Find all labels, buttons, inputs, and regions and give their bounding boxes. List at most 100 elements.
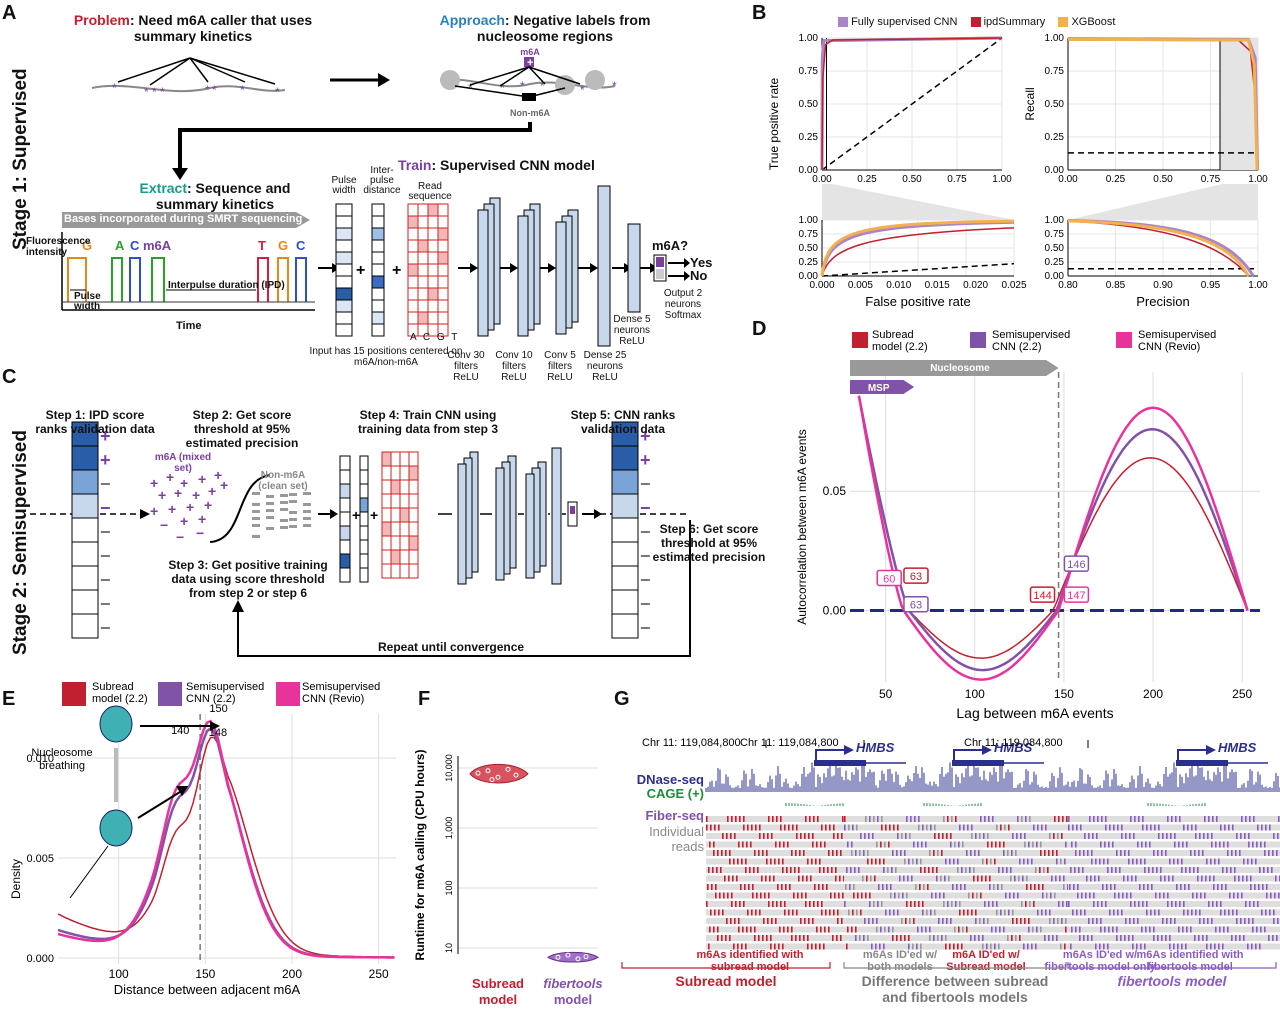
extract-heading: Extract: Sequence and summary kinetics — [120, 180, 310, 212]
runtime-point — [505, 766, 511, 772]
m6a-mark — [917, 926, 919, 933]
nonm6a-small-label: Non-m6A — [510, 108, 550, 118]
interpulse-cell — [371, 323, 385, 337]
m6a-mark — [1276, 850, 1278, 856]
m6a-mark — [1075, 926, 1077, 933]
m6a-mark — [1067, 884, 1069, 890]
m6a-mark — [991, 926, 993, 933]
m6a-mark — [762, 935, 764, 941]
m6a-mark — [732, 875, 734, 882]
m6a-mark — [790, 867, 792, 873]
m6a-mark — [998, 943, 1000, 950]
m6a-mark — [824, 841, 826, 848]
m6a-mark — [1199, 833, 1201, 839]
mini-read-cell — [399, 549, 410, 565]
m6a-mark — [1211, 841, 1213, 848]
m6a-mark — [957, 858, 959, 865]
m6a-mark — [730, 918, 732, 924]
m6a-mark — [726, 833, 728, 839]
legend-e-swatch-1 — [62, 682, 86, 706]
m6a-mark — [1002, 867, 1004, 873]
m6a-mark — [1121, 909, 1123, 916]
read-cell — [417, 311, 429, 325]
m6a-mark — [1227, 841, 1229, 848]
runtime-point — [565, 952, 571, 958]
m6a-mark — [1034, 884, 1036, 890]
m6a-mark — [959, 909, 961, 916]
m6a-mark — [810, 875, 812, 882]
m6a-mark — [980, 892, 982, 899]
m6a-mark — [1186, 841, 1188, 848]
read-track — [706, 901, 932, 907]
m6a-mark — [849, 884, 851, 890]
peak-label-148: 148 — [209, 727, 227, 739]
m6a-mark — [1093, 816, 1095, 822]
m6a-mark — [857, 892, 859, 899]
m6a-mark — [1187, 824, 1189, 831]
x-tick-label: 200 — [282, 967, 302, 981]
m6a-mark — [892, 850, 894, 856]
m6a-mark — [876, 926, 878, 933]
breathing-arrowhead — [210, 721, 220, 731]
m6a-mark — [1113, 824, 1115, 831]
m6a-mark — [930, 824, 932, 831]
m6a-mark — [889, 909, 891, 916]
m6a-mark — [729, 850, 731, 856]
rank-sign: − — [640, 570, 651, 590]
m6a-mark — [994, 858, 996, 865]
m6a-mark — [1020, 833, 1022, 839]
m6a-mark — [779, 926, 781, 933]
m6a-mark — [933, 935, 935, 941]
m6a-mark — [996, 824, 998, 831]
m6a-mark — [804, 833, 806, 839]
lag-tag-box — [876, 569, 902, 587]
m6a-mark — [715, 884, 717, 890]
zoom-shade-pr — [1068, 184, 1258, 220]
m6a-mark — [1128, 858, 1130, 865]
m6a-mark — [1197, 867, 1199, 873]
m6a-mark — [1012, 833, 1014, 839]
m6a-mark — [738, 926, 740, 933]
m6a-mark — [769, 875, 771, 882]
m6a-mark — [1079, 850, 1081, 856]
x-tick-label: 0.015 — [925, 280, 950, 291]
m6a-mark — [846, 867, 848, 873]
mini-ipd-cell — [359, 553, 369, 569]
m6a-mark — [1028, 841, 1030, 848]
m6a-mark — [1064, 858, 1066, 865]
m6a-mark — [1056, 850, 1058, 856]
m6a-mark — [731, 901, 733, 907]
m6a-mark — [1121, 833, 1123, 839]
clean-point — [252, 524, 260, 527]
m6a-mark — [1250, 884, 1252, 890]
m6a-mark — [1146, 901, 1148, 907]
m6a-mark — [709, 926, 711, 933]
read-cell — [417, 275, 429, 289]
y-tick-label: 0.75 — [799, 229, 819, 240]
m6a-mark — [957, 867, 959, 873]
m6a-mark — [1077, 884, 1079, 890]
m6a-mark — [1189, 867, 1191, 873]
m6a-mark — [1027, 943, 1029, 950]
m6a-mark — [717, 850, 719, 856]
conv2-label: Conv 10 filters ReLU — [495, 350, 533, 383]
m6a-mark — [1201, 875, 1203, 882]
m6a-mark — [1264, 926, 1266, 933]
clean-point — [266, 509, 274, 512]
m6a-mark — [1261, 824, 1263, 831]
gene-label: HMBS — [856, 740, 895, 755]
m6a-mark — [1276, 935, 1278, 941]
m6a-mark — [1179, 816, 1181, 822]
m6a-mark — [918, 824, 920, 831]
m6a-mark — [1043, 867, 1045, 873]
m6a-mark — [875, 858, 877, 865]
m6a-mark — [759, 909, 761, 916]
m6a-mark — [980, 816, 982, 822]
roc-zoom-ipd — [821, 227, 1015, 277]
svg-text:*: * — [275, 85, 280, 99]
m6a-mark — [1087, 935, 1089, 941]
m6a-mark — [966, 850, 968, 856]
m6a-mark — [1212, 901, 1214, 907]
m6a-mark — [953, 858, 955, 865]
